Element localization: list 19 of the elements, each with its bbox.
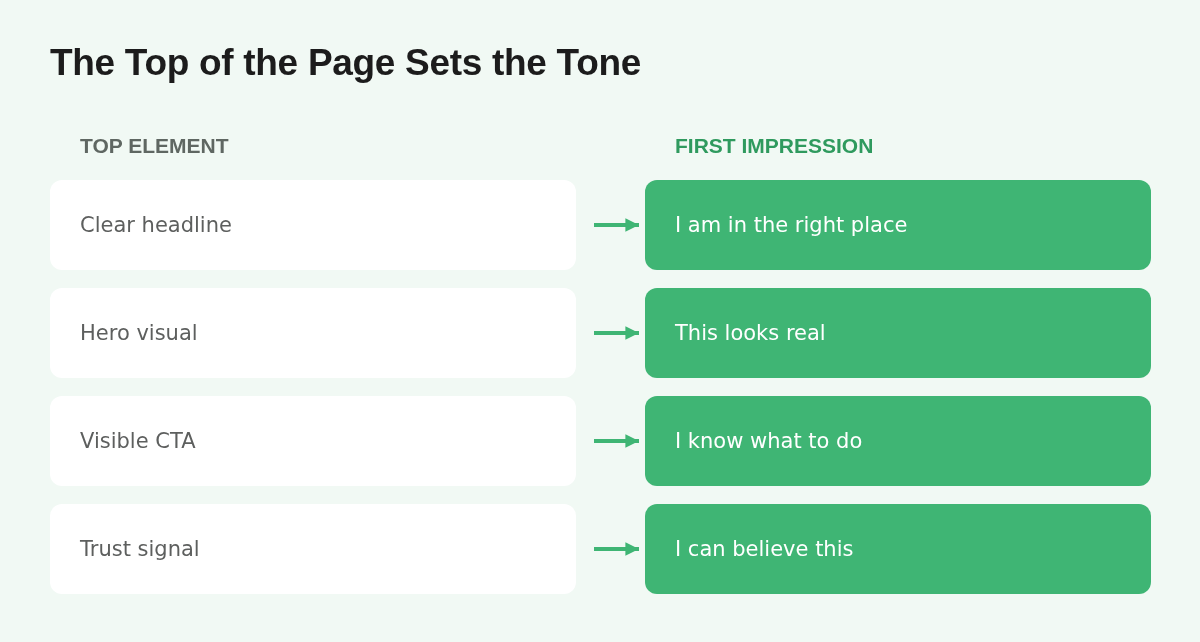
arrow (594, 434, 639, 448)
card-text: Hero visual (80, 321, 198, 345)
column-header: FIRST IMPRESSION (675, 134, 874, 158)
impression-card (645, 180, 1151, 270)
arrow (594, 326, 639, 340)
arrow (594, 542, 639, 556)
impression-card (645, 504, 1151, 594)
card-text: Trust signal (80, 537, 200, 561)
card-text: I can believe this (675, 537, 854, 561)
card-text: Clear headline (80, 213, 232, 237)
card-text: I know what to do (675, 429, 863, 453)
card-text: I am in the right place (675, 213, 908, 237)
column-header: TOP ELEMENT (80, 134, 229, 158)
card-text: This looks real (675, 321, 826, 345)
title: The Top of the Page Sets the Tone (50, 42, 642, 84)
arrow (594, 218, 639, 232)
impression-card (645, 396, 1151, 486)
impression-card (645, 288, 1151, 378)
card-text: Visible CTA (80, 429, 196, 453)
